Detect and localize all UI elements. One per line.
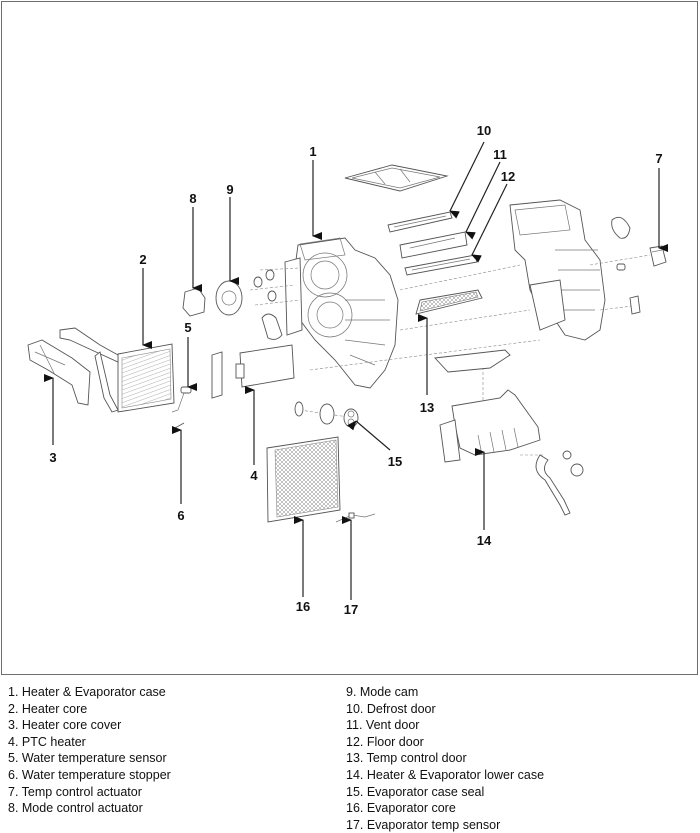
- callout-8: 8: [189, 191, 196, 206]
- legend-item: 5. Water temperature sensor: [8, 751, 167, 766]
- floor-door-part: [404, 254, 478, 276]
- drain-hose-part: [535, 450, 584, 516]
- legend-item: 6. Water temperature stopper: [8, 767, 171, 782]
- leader-15: [347, 420, 391, 451]
- ptc-heater-part: [211, 344, 295, 399]
- defrost-frame-part: [344, 164, 449, 192]
- callout-12: 12: [501, 169, 515, 184]
- leader-12: [471, 183, 508, 263]
- misc-seals: [253, 269, 283, 340]
- heater-core-cover-part: [27, 339, 91, 406]
- leader-lines: [44, 141, 668, 600]
- evaporator-case-seal-part: [294, 401, 359, 428]
- water-temperature-stopper-part: [174, 422, 185, 429]
- legend-item: 17. Evaporator temp sensor: [346, 817, 501, 832]
- legend-item: 15. Evaporator case seal: [346, 784, 485, 799]
- legend-item: 2. Heater core: [8, 701, 88, 716]
- defrost-door-part: [387, 211, 453, 233]
- legend-item: 8. Mode control actuator: [8, 801, 143, 816]
- callout-1: 1: [309, 144, 316, 159]
- temp-control-actuator-part: [611, 216, 667, 315]
- callout-13: 13: [420, 400, 434, 415]
- legend-item: 10. Defrost door: [346, 701, 436, 716]
- evaporator-core-part: [266, 436, 341, 523]
- callout-10: 10: [477, 123, 491, 138]
- heater-evaporator-case-part: [284, 237, 399, 389]
- callout-15: 15: [388, 454, 402, 469]
- callout-6: 6: [177, 508, 184, 523]
- evaporator-temp-sensor-part: [335, 512, 376, 523]
- leader-11: [465, 161, 501, 240]
- legend-item: 9. Mode cam: [346, 685, 419, 699]
- legend-column-left: 1. Heater & Evaporator case 2. Heater co…: [8, 684, 171, 817]
- callout-17: 17: [344, 602, 358, 617]
- legend-item: 16. Evaporator core: [346, 801, 456, 816]
- callout-4: 4: [250, 468, 258, 483]
- exploded-diagram: 1 2 3 4 5 6 7 8 9 10 11 12 13 14 15 16 1…: [27, 123, 668, 617]
- callout-9: 9: [226, 182, 233, 197]
- callout-2: 2: [139, 252, 146, 267]
- mode-control-actuator-part: [182, 287, 206, 317]
- parts-legend: 1. Heater & Evaporator case 2. Heater co…: [0, 684, 700, 833]
- callout-16: 16: [296, 599, 310, 614]
- legend-item: 7. Temp control actuator: [8, 784, 142, 799]
- legend-item: 12. Floor door: [346, 734, 424, 749]
- callout-5: 5: [184, 320, 191, 335]
- vent-door-part: [399, 231, 468, 259]
- legend-column-right: 9. Mode cam 10. Defrost door 11. Vent do…: [346, 684, 544, 833]
- lower-case-part: [434, 349, 541, 463]
- temp-control-door-part: [415, 289, 483, 315]
- legend-item: 13. Temp control door: [346, 751, 467, 766]
- legend-item: 11. Vent door: [346, 718, 420, 733]
- callout-3: 3: [49, 450, 56, 465]
- mode-cam-part: [215, 280, 243, 316]
- callouts: 1 2 3 4 5 6 7 8 9 10 11 12 13 14 15 16 1…: [49, 123, 662, 617]
- water-temperature-sensor-part: [171, 386, 192, 413]
- callout-11: 11: [493, 147, 507, 162]
- legend-item: 14. Heater & Evaporator lower case: [346, 767, 545, 782]
- legend-item: 4. PTC heater: [8, 734, 86, 749]
- heater-core-part: [59, 327, 175, 413]
- case-right-part: [509, 199, 606, 341]
- callout-14: 14: [477, 533, 492, 548]
- legend-item: 1. Heater & Evaporator case: [8, 685, 166, 699]
- leader-10: [449, 141, 485, 219]
- legend-item: 3. Heater core cover: [8, 718, 122, 733]
- callout-7: 7: [655, 151, 662, 166]
